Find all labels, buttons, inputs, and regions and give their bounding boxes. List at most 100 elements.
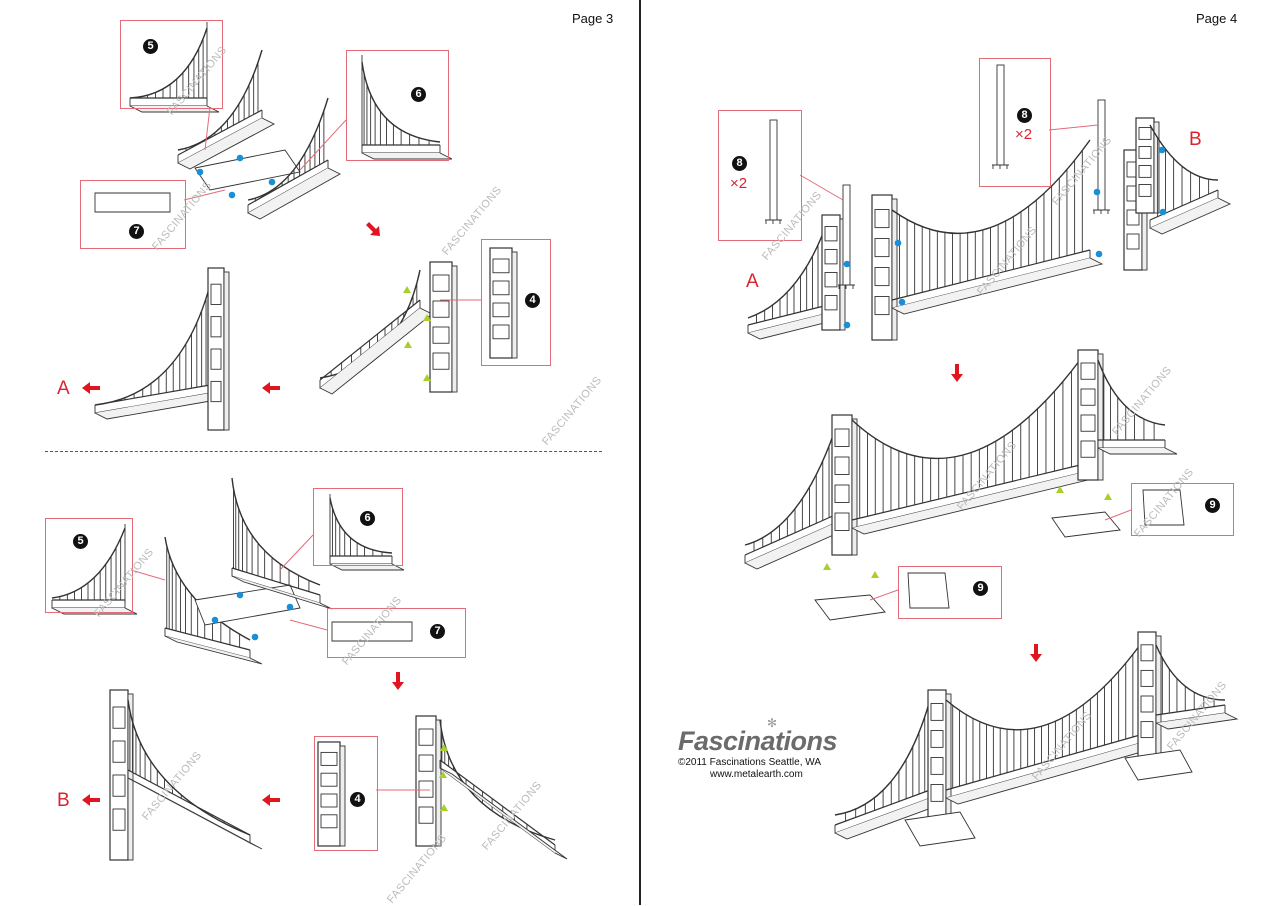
part-number-badge: 8 [732,156,747,171]
callout-part-6-bottom: 6 [313,488,403,566]
callout-part-7-top: 7 [80,180,186,249]
callout-leader [1048,124,1099,131]
attach-point-dot [286,603,294,611]
page-number-4: Page 4 [1196,11,1238,26]
step2-assembly [164,477,333,665]
part-number-badge: 8 [1017,108,1032,123]
part-4-detail-b [317,741,346,847]
callout-leader [299,119,347,171]
direction-arrow-icon [366,222,380,236]
part-7-detail-b [331,621,413,642]
attach-point-dot [843,260,851,268]
attach-point-dot [211,616,219,624]
part-number-badge: 5 [73,534,88,549]
brand-logo: Fascinations [678,726,838,756]
callout-leader [130,569,166,581]
callout-part-5-bottom: 5 [45,518,133,613]
alignment-triangle [403,286,411,293]
callout-part-4-top: 4 [481,239,551,366]
alignment-triangle [423,374,431,381]
attach-point-dot [196,168,204,176]
part-4-detail [489,247,518,359]
label-b: B [57,790,70,811]
tower-attach-step-b [415,715,568,860]
part-number-badge: 4 [350,792,365,807]
callout-part-9-right: 9 [1131,483,1234,536]
attach-point-dot [894,239,902,247]
label-a: A [57,378,70,399]
alignment-triangle [871,571,879,578]
part-5-detail [129,22,220,113]
alignment-triangle [440,744,448,751]
bridge-top-assembly [747,99,1232,341]
attach-point-dot [1158,146,1166,154]
callout-leader [1104,509,1132,521]
attach-point-dot [898,298,906,306]
direction-arrow-icon [951,364,963,382]
completed-bridge [834,631,1239,847]
section-divider [45,451,602,452]
half-bridge-b [109,689,263,861]
part-9-detail-right [1142,489,1185,526]
attach-point-dot [251,633,259,641]
quantity-label: ×2 [1015,126,1033,143]
callout-leader [289,619,328,631]
direction-arrow-icon [392,672,404,690]
attach-point-dot [1159,208,1167,216]
callout-part-8-right: 8×2 [979,58,1051,187]
step1-assembly [177,49,341,220]
label-a: A [746,271,759,292]
copyright-text: ©2011 Fascinations Seattle, WA [678,757,821,768]
part-7-detail [94,192,171,213]
attach-point-dot [1095,250,1103,258]
callout-leader [869,589,899,601]
alignment-triangle [440,804,448,811]
attach-point-dot [843,321,851,329]
half-bridge-a [94,267,230,431]
callout-leader [204,106,211,151]
part-number-badge: 7 [430,624,445,639]
part-9-detail-left [907,572,950,609]
callout-part-9-left: 9 [898,566,1002,619]
attach-point-dot [268,178,276,186]
direction-arrow-icon [262,382,280,394]
part-number-badge: 6 [411,87,426,102]
direction-arrow-icon [82,382,100,394]
direction-arrow-icon [1030,644,1042,662]
callout-part-4-bottom: 4 [314,736,378,851]
page-number-3: Page 3 [572,11,614,26]
bridge-bases-step [744,349,1178,621]
tower-attach-step [319,261,458,395]
part-8-detail-right [992,64,1009,169]
attach-point-dot [228,191,236,199]
part-number-badge: 6 [360,511,375,526]
alignment-triangle [404,341,412,348]
callout-part-6-top: 6 [346,50,449,161]
callout-leader [799,174,844,201]
callout-leader [183,189,226,201]
website-text: www.metalearth.com [710,769,803,780]
part-number-badge: 5 [143,39,158,54]
part-6-detail [361,55,453,160]
alignment-triangle [823,563,831,570]
part-number-badge: 7 [129,224,144,239]
part-8-detail-left [765,119,782,224]
attach-point-dot [1093,188,1101,196]
alignment-triangle [1104,493,1112,500]
direction-arrow-icon [82,794,100,806]
atom-logo-icon: ✻ [767,716,778,730]
direction-arrow-icon [262,794,280,806]
part-number-badge: 4 [525,293,540,308]
alignment-triangle [423,314,431,321]
page-divider [639,0,641,905]
quantity-label: ×2 [730,175,748,192]
callout-leader [279,534,314,571]
attach-point-dot [236,591,244,599]
alignment-triangle [1056,486,1064,493]
alignment-triangle [439,771,447,778]
part-number-badge: 9 [973,581,988,596]
callout-part-5-top: 5 [120,20,223,109]
part-number-badge: 9 [1205,498,1220,513]
callout-part-7-bottom: 7 [327,608,466,658]
